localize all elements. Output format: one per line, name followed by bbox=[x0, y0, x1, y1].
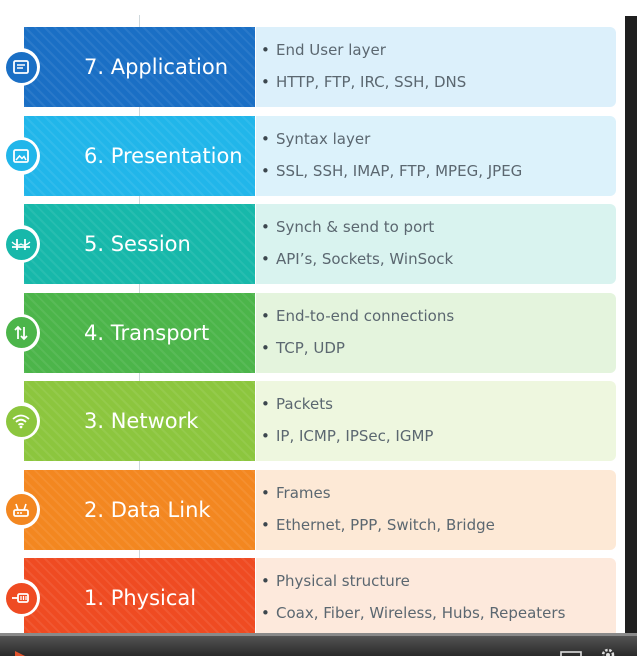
layer-row: 7. Application End User layer HTTP, FTP,… bbox=[0, 27, 620, 107]
layer-title: 2. Data Link bbox=[84, 497, 211, 522]
layer-title: 5. Session bbox=[84, 232, 191, 256]
layer-title: 4. Transport bbox=[84, 320, 210, 345]
layer-badge bbox=[2, 313, 40, 352]
layer-details: Synch & send to port API’s, Sockets, Win… bbox=[256, 204, 616, 284]
gear-icon[interactable] bbox=[598, 643, 618, 656]
layer-badge bbox=[2, 579, 40, 617]
layer-details: End User layer HTTP, FTP, IRC, SSH, DNS bbox=[256, 27, 616, 107]
cable-icon bbox=[5, 582, 37, 614]
layer-title: 7. Application bbox=[84, 55, 229, 79]
layer-badge bbox=[2, 48, 40, 86]
up-down-arrows-icon bbox=[5, 317, 37, 348]
layer-bullet: TCP, UDP bbox=[261, 339, 345, 357]
layer-badge bbox=[2, 225, 40, 263]
layer-title: 6. Presentation bbox=[84, 143, 243, 168]
layer-badge bbox=[2, 490, 40, 529]
layer-bullet: Syntax layer bbox=[261, 130, 370, 148]
dark-side-bar bbox=[625, 16, 637, 656]
video-control-bar[interactable] bbox=[0, 633, 637, 656]
play-icon[interactable] bbox=[14, 646, 26, 656]
layer-bullet: SSL, SSH, IMAP, FTP, MPEG, JPEG bbox=[261, 162, 522, 180]
layer-bullet: IP, ICMP, IPSec, IGMP bbox=[261, 427, 434, 445]
layer-bullet: Coax, Fiber, Wireless, Hubs, Repeaters bbox=[261, 604, 565, 622]
window-icon[interactable] bbox=[560, 646, 582, 656]
layer-row: 4. Transport End-to-end connections TCP,… bbox=[0, 292, 620, 373]
layer-band: 6. Presentation bbox=[24, 115, 255, 196]
layer-details: Physical structure Coax, Fiber, Wireless… bbox=[256, 558, 616, 638]
layer-bullet: Packets bbox=[261, 395, 333, 413]
layer-details: Syntax layer SSL, SSH, IMAP, FTP, MPEG, … bbox=[256, 115, 616, 196]
layer-bullet: End-to-end connections bbox=[261, 307, 454, 325]
layer-badge bbox=[2, 402, 40, 440]
layer-row: 2. Data Link Frames Ethernet, PPP, Switc… bbox=[0, 469, 620, 550]
bridge-icon bbox=[5, 228, 37, 260]
layer-bullet: HTTP, FTP, IRC, SSH, DNS bbox=[261, 73, 466, 91]
layer-band: 4. Transport bbox=[24, 292, 255, 373]
layer-bullet: Ethernet, PPP, Switch, Bridge bbox=[261, 516, 495, 534]
layer-badge bbox=[2, 136, 40, 175]
router-icon bbox=[5, 494, 37, 525]
layer-bullet: End User layer bbox=[261, 41, 386, 59]
image-icon bbox=[5, 140, 37, 171]
layer-bullet: Physical structure bbox=[261, 572, 410, 590]
video-progress-bar[interactable] bbox=[0, 633, 637, 636]
layer-title: 1. Physical bbox=[84, 586, 197, 610]
layer-details: Packets IP, ICMP, IPSec, IGMP bbox=[256, 381, 616, 461]
layer-band: 2. Data Link bbox=[24, 469, 255, 550]
layer-bullet: Frames bbox=[261, 484, 330, 502]
layer-details: Frames Ethernet, PPP, Switch, Bridge bbox=[256, 469, 616, 550]
layer-bullet: Synch & send to port bbox=[261, 218, 434, 236]
layer-row: 5. Session Synch & send to port API’s, S… bbox=[0, 204, 620, 284]
layer-row: 6. Presentation Syntax layer SSL, SSH, I… bbox=[0, 115, 620, 196]
layer-details: End-to-end connections TCP, UDP bbox=[256, 292, 616, 373]
layer-row: 1. Physical Physical structure Coax, Fib… bbox=[0, 558, 620, 638]
document-icon bbox=[5, 51, 37, 83]
layer-title: 3. Network bbox=[84, 409, 199, 433]
layer-band: 3. Network bbox=[24, 381, 255, 461]
layer-band: 1. Physical bbox=[24, 558, 255, 638]
layer-band: 7. Application bbox=[24, 27, 255, 107]
layer-row: 3. Network Packets IP, ICMP, IPSec, IGMP bbox=[0, 381, 620, 461]
layer-band: 5. Session bbox=[24, 204, 255, 284]
wifi-icon bbox=[5, 405, 37, 437]
layer-bullet: API’s, Sockets, WinSock bbox=[261, 250, 453, 268]
